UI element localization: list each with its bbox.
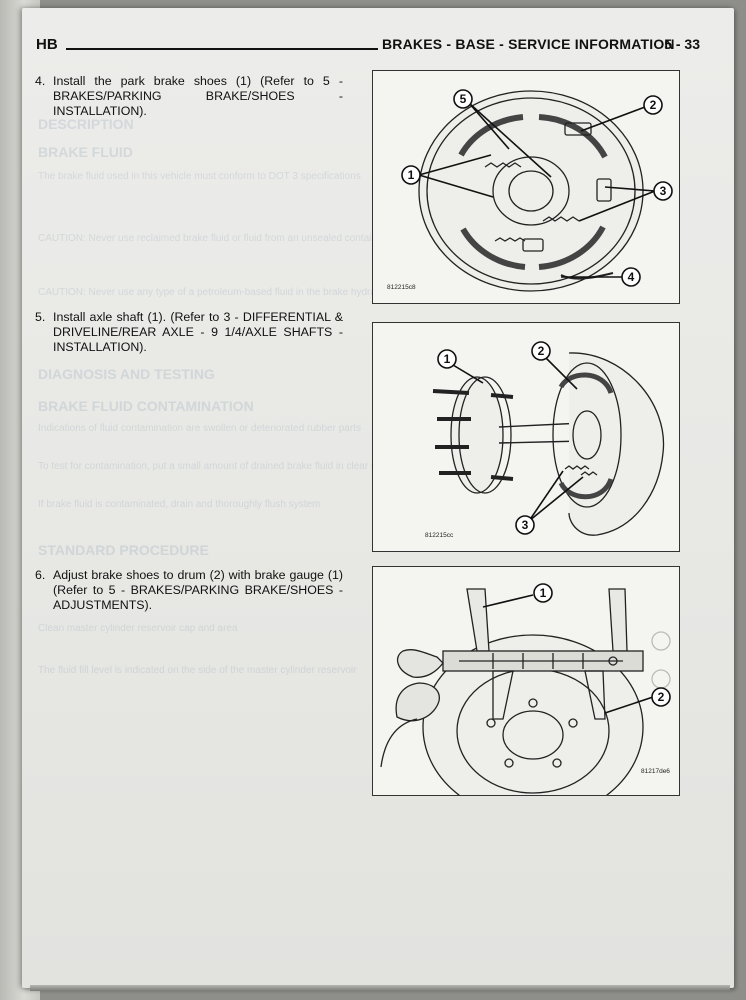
step-6: 6. Adjust brake shoes to drum (2) with b…	[35, 568, 343, 613]
bleed-through-line: If brake fluid is contaminated, drain an…	[38, 499, 321, 510]
figure-id: 812215c8	[387, 284, 416, 291]
park-brake-shoes-illustration: 1 2 3 4 5 812215c8	[387, 89, 673, 292]
page-header: HB BRAKES - BASE - SERVICE INFORMATION 5…	[36, 34, 700, 56]
page-stack-edge	[30, 985, 730, 991]
bleed-through-line: Clean master cylinder reservoir cap and …	[38, 623, 238, 634]
figure-id: 812215cc	[425, 532, 454, 539]
bleed-through-line: CAUTION: Never use reclaimed brake fluid…	[38, 233, 386, 244]
step-text: Install axle shaft (1). (Refer to 3 - DI…	[53, 310, 343, 354]
header-rule	[66, 48, 378, 50]
step-text: Install the park brake shoes (1) (Refer …	[53, 74, 343, 118]
manual-page: DESCRIPTION BRAKE FLUID The brake fluid …	[22, 8, 734, 988]
callout-2: 2	[650, 98, 657, 112]
bleed-through-line: Indications of fluid contamination are s…	[38, 423, 361, 434]
step-number: 5.	[35, 310, 46, 324]
step-number: 4.	[35, 74, 46, 88]
step-text: Adjust brake shoes to drum (2) with brak…	[53, 568, 343, 612]
callout-2: 2	[538, 344, 545, 358]
bleed-through-heading: DIAGNOSIS AND TESTING	[38, 368, 215, 381]
bleed-through-line: CAUTION: Never use any type of a petrole…	[38, 287, 426, 298]
figure-park-brake-shoes: 1 2 3 4 5 812215c8	[372, 70, 680, 304]
callout-3: 3	[522, 518, 529, 532]
bleed-through-heading: BRAKE FLUID CONTAMINATION	[38, 400, 254, 413]
bleed-through-line: To test for contamination, put a small a…	[38, 461, 409, 472]
page-title: BRAKES - BASE - SERVICE INFORMATION	[382, 36, 675, 52]
figure-id: 81217de6	[641, 768, 670, 775]
axle-shaft-illustration: 1 2 3 812215cc	[425, 341, 665, 539]
figure-brake-gauge: 1 2 81217de6	[372, 566, 680, 796]
section-code: HB	[36, 36, 58, 53]
callout-2: 2	[658, 690, 665, 704]
callout-1: 1	[444, 352, 451, 366]
callout-5: 5	[460, 92, 467, 106]
callout-1: 1	[540, 586, 547, 600]
bleed-through-heading: DESCRIPTION	[38, 118, 134, 131]
bleed-through-line: The brake fluid used in this vehicle mus…	[38, 171, 361, 182]
step-4: 4. Install the park brake shoes (1) (Ref…	[35, 74, 343, 119]
bleed-through-line: The fluid fill level is indicated on the…	[38, 665, 357, 676]
callout-3: 3	[660, 184, 667, 198]
figure-axle-shaft: 1 2 3 812215cc	[372, 322, 680, 552]
brake-gauge-illustration: 1 2 81217de6	[380, 583, 671, 795]
page-number: 5 - 33	[664, 36, 700, 52]
bleed-through-heading: STANDARD PROCEDURE	[38, 544, 209, 557]
step-5: 5. Install axle shaft (1). (Refer to 3 -…	[35, 310, 343, 355]
step-number: 6.	[35, 568, 46, 582]
callout-1: 1	[408, 168, 415, 182]
callout-4: 4	[628, 270, 635, 284]
bleed-through-heading: BRAKE FLUID	[38, 146, 133, 159]
